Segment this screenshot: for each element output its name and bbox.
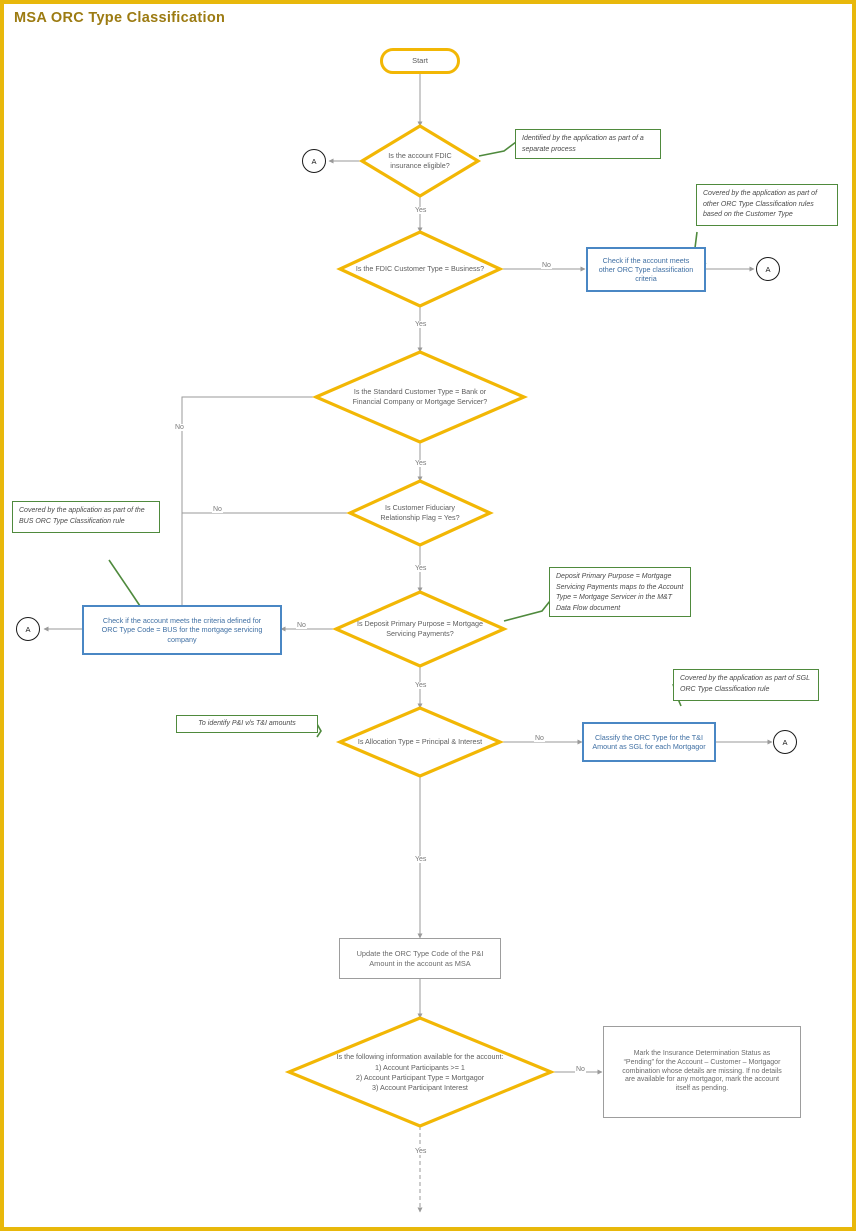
process-other-orc-criteria[interactable]: Check if the account meets other ORC Typ… [586,247,706,292]
note-pi-vs-ti: To identify P&I v/s T&I amounts [176,715,318,733]
decision-fiduciary-flag-shape [346,479,494,547]
edge-label-fiduciary-no: No [212,506,223,513]
edge-label-deposit-yes: Yes [414,682,428,689]
connector-a-label: A [25,624,31,634]
edge-label-allocation-yes: Yes [414,856,428,863]
connector-a-other-orc[interactable]: A [756,257,780,281]
connector-a-label: A [782,737,788,747]
connector-a-bus[interactable]: A [16,617,40,641]
note-bus-rule: Covered by the application as part of th… [12,501,160,533]
decision-allocation-type-shape [335,706,505,778]
process-update-msa[interactable]: Update the ORC Type Code of the P&I Amou… [339,938,501,979]
edge-label-allocation-no: No [534,735,545,742]
connector-a-label: A [765,264,771,274]
page-title: MSA ORC Type Classification [14,10,226,26]
note-separate-process: Identified by the application as part of… [515,129,661,159]
terminator-start-label: Start [412,56,428,66]
edge-label-info-yes: Yes [414,1148,428,1155]
decision-info-available-shape [284,1016,556,1128]
decision-fdic-customer-type-shape [336,230,504,308]
note-leader-pi-vs-ti [316,723,322,738]
decision-fdic-eligible-shape [358,124,482,198]
note-sgl-rule: Covered by the application as part of SG… [673,669,819,701]
edge-label-fdic-eligible-yes: Yes [414,207,428,214]
edge-label-fdic-business-yes: Yes [414,321,428,328]
note-leader-deposit-mapping [503,600,551,622]
process-mark-pending[interactable]: Mark the Insurance Determination Status … [603,1026,801,1118]
process-classify-sgl[interactable]: Classify the ORC Type for the T&I Amount… [582,722,716,762]
terminator-start[interactable]: Start [380,48,460,74]
edge-label-info-no: No [575,1066,586,1073]
process-bus-criteria[interactable]: Check if the account meets the criteria … [82,605,282,655]
edge-label-fdic-business-no: No [541,262,552,269]
flow-connector-layer [43,74,773,1213]
connector-a-sgl[interactable]: A [773,730,797,754]
connector-a-label: A [311,156,317,166]
connector-a-fdic-eligible[interactable]: A [302,149,326,173]
decision-standard-customer-type-shape [311,350,529,444]
decision-deposit-purpose-shape [332,590,508,668]
note-other-orc-rules: Covered by the application as part of ot… [696,184,838,226]
edge-label-deposit-no: No [296,622,307,629]
edge-label-standard-type-no: No [174,424,185,431]
edge-label-standard-type-yes: Yes [414,460,428,467]
edge-label-fiduciary-yes: Yes [414,565,428,572]
note-leader-separate-process [478,141,517,157]
note-deposit-mapping: Deposit Primary Purpose = Mortgage Servi… [549,567,691,617]
